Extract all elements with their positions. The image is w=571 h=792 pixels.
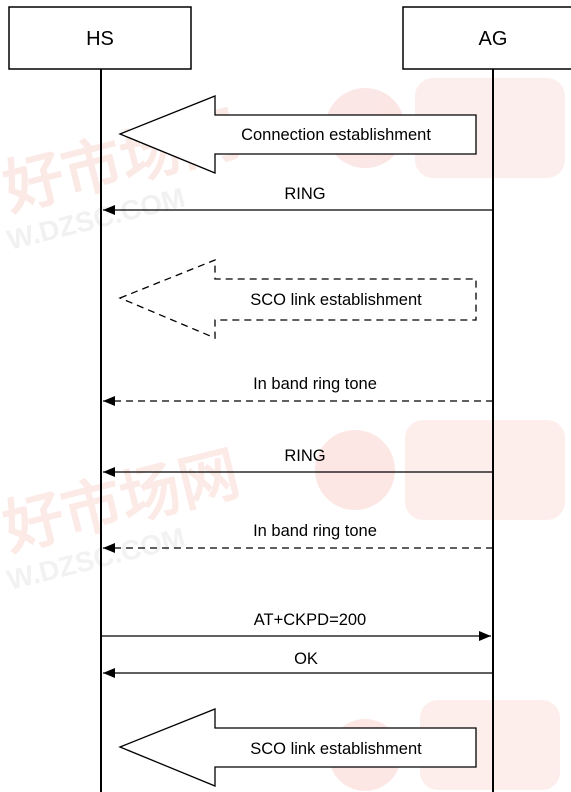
message-label: RING	[284, 185, 325, 203]
message-in-band-ring-tone-1: In band ring tone	[103, 375, 493, 406]
message-ok: OK	[103, 650, 493, 678]
entity-ag: AG	[402, 6, 571, 70]
message-ring-2: RING	[103, 447, 493, 477]
procedure-arrow-shape	[118, 708, 477, 787]
procedure-arrow-shape	[118, 95, 477, 174]
procedure-sco-link-establishment: SCO link establishment	[118, 708, 477, 787]
entity-hs-label: HS	[86, 28, 114, 50]
message-label: OK	[294, 650, 318, 668]
message-label: AT+CKPD=200	[254, 611, 367, 629]
message-label: In band ring tone	[253, 375, 377, 393]
procedure-label: SCO link establishment	[250, 291, 422, 309]
message-label: RING	[284, 447, 325, 465]
procedure-connection-establishment: Connection establishment	[118, 95, 477, 174]
procedure-sco-link-establishment-dashed: SCO link establishment	[118, 259, 477, 339]
message-in-band-ring-tone-2: In band ring tone	[103, 522, 493, 553]
entity-hs: HS	[8, 6, 192, 70]
message-ring-1: RING	[103, 185, 493, 215]
procedure-label: Connection establishment	[241, 126, 431, 144]
message-at-ckpd: AT+CKPD=200	[101, 611, 491, 641]
procedure-label: SCO link establishment	[250, 740, 422, 758]
entity-ag-label: AG	[479, 28, 508, 50]
procedure-arrow-shape	[118, 259, 477, 339]
message-label: In band ring tone	[253, 522, 377, 540]
